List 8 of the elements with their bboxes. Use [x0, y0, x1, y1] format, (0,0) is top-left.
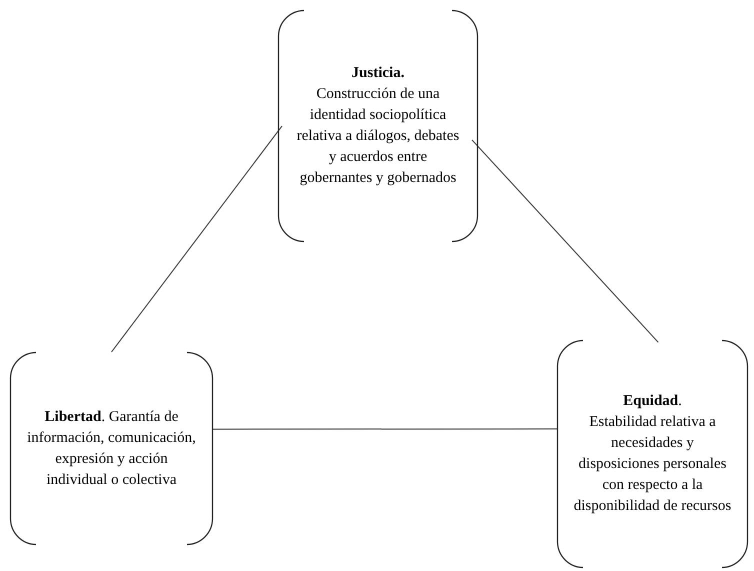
node-heading: Justicia. [352, 64, 404, 83]
connector-line [472, 139, 659, 343]
node-text: Libertad. Garantía de información, comunicación, expresión y acción individual o colectiva [26, 408, 197, 490]
node-heading: Equidad. [623, 392, 682, 411]
connector-line [111, 126, 282, 352]
node-text: Construcción de una identidad sociopolítica relativa a diálogos, debates y acuerdos entre gobernantes y gobernados [296, 85, 460, 188]
connector-line [212, 428, 558, 430]
node-text: Estabilidad relativa a necesidades y disposiciones personales con respecto a la disponibilidad de recursos [573, 413, 732, 516]
